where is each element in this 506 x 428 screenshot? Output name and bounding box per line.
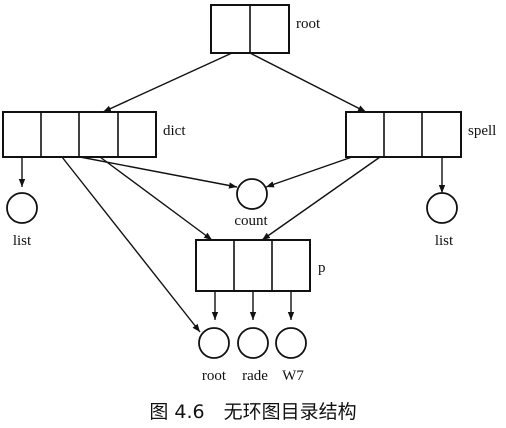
- edge-dict-p: [99, 156, 213, 241]
- spell-directory-node: [345, 111, 462, 158]
- spell-list-leaf: [426, 192, 458, 224]
- spell-list-label: list: [435, 233, 454, 249]
- root-directory-label: root: [296, 16, 321, 32]
- p-directory-label: p: [318, 260, 326, 276]
- edge-spell-p: [261, 156, 381, 241]
- edge-root-spell: [249, 52, 367, 113]
- dict-list-label: list: [13, 233, 32, 249]
- count-leaf: [236, 178, 268, 210]
- p-rade-label: rade: [242, 368, 268, 384]
- figure-caption: 图 4.6 无环图目录结构: [149, 401, 356, 423]
- p-root-label: root: [202, 368, 227, 384]
- spell-directory-label: spell: [468, 123, 496, 139]
- dict-list-leaf: [6, 192, 38, 224]
- edge-dict-count: [79, 156, 238, 189]
- count-label: count: [234, 213, 268, 229]
- edge-root-dict: [102, 52, 233, 113]
- dict-directory-label: dict: [163, 123, 186, 139]
- p-w7-leaf: [275, 327, 307, 359]
- root-directory-node: [210, 4, 290, 54]
- p-w7-label: W7: [282, 368, 304, 384]
- p-directory-node: [195, 239, 311, 292]
- p-rade-leaf: [237, 327, 269, 359]
- edge-dict-p-root: [61, 156, 201, 333]
- p-root-leaf: [198, 327, 230, 359]
- edge-spell-count: [265, 156, 353, 188]
- dict-directory-node: [2, 111, 157, 158]
- edges: [18, 52, 446, 333]
